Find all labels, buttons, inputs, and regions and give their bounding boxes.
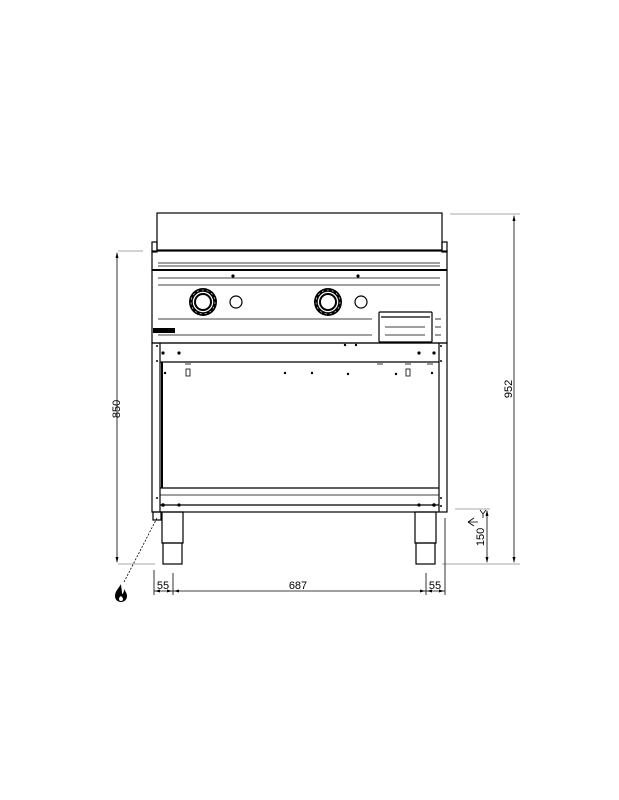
brand-plate [153,328,175,333]
gas-inlet [152,511,162,521]
dimension-150: 150 [444,508,490,580]
pilot-light-1 [229,295,243,309]
control-panel [151,269,448,344]
svg-text:150: 150 [475,528,487,546]
svg-text:850: 850 [111,400,123,418]
control-knob-2[interactable] [314,288,342,316]
gas-leader-line [123,517,158,583]
svg-text:952: 952 [503,380,515,398]
pilot-light-2 [354,295,368,309]
dimension-bottom: 55 687 55 [153,570,446,595]
control-knob-1[interactable] [189,288,217,316]
dimension-952: 952 [442,213,520,565]
leg-right [414,511,437,565]
backsplash [151,212,448,253]
griddle-plate [151,250,448,271]
flame-icon [115,584,127,602]
leg-left [161,511,184,565]
dimension-687: 687 [289,580,307,592]
dimension-left-55: 55 [157,580,169,592]
dimension-850: 850 [111,250,155,565]
cabinet-frame [151,342,448,513]
dimension-right-55: 55 [429,580,441,592]
grease-drawer[interactable] [378,311,433,343]
